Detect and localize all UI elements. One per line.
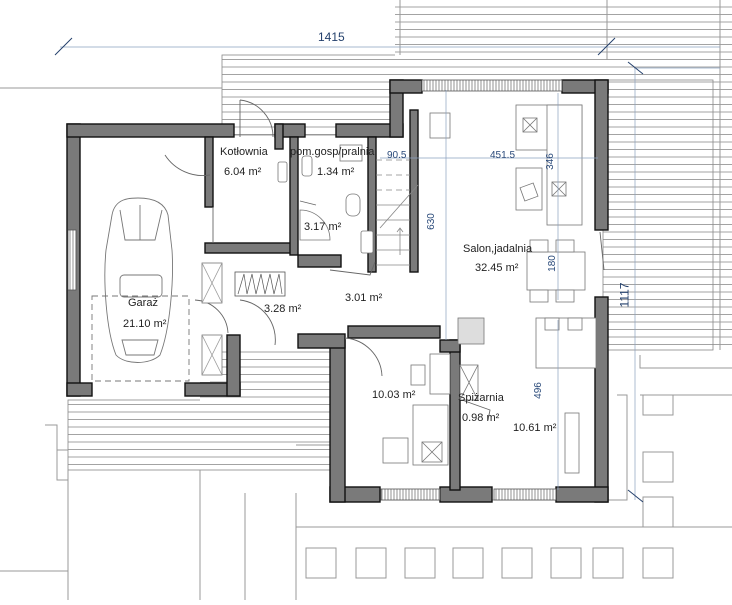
room-name-garaz: Garaż <box>128 297 158 309</box>
garage-car <box>91 197 190 382</box>
bathroom-fixtures <box>201 144 374 376</box>
doors <box>164 99 605 421</box>
terrace-decking <box>67 0 732 471</box>
room-area-korytarz: 3.01 m² <box>345 292 383 304</box>
room-area-pokoj: 10.03 m² <box>372 389 416 401</box>
room-area-wiatrolap: 3.28 m² <box>264 303 302 315</box>
room-area-spizarnia: 0.98 m² <box>462 412 500 424</box>
table-length-dimension: 180 <box>546 255 558 272</box>
room-name-salon: Salon,jadalnia <box>463 243 533 255</box>
kitchen-depth-dimension: 496 <box>532 382 544 399</box>
overall-width-dimension: 1415 <box>318 30 345 44</box>
room-area-kuchnia: 10.61 m² <box>513 422 557 434</box>
salon-depth-dimension: 630 <box>425 213 437 230</box>
room-area-kotlownia: 6.04 m² <box>224 166 262 178</box>
room-area-pralnia: 1.34 m² <box>317 166 355 178</box>
salon-width-dimension: 451.5 <box>490 150 516 161</box>
stair-width-dimension: 90.5 <box>387 150 407 161</box>
room-area-salon: 32.45 m² <box>475 262 519 274</box>
room-area-garaz: 21.10 m² <box>123 318 167 330</box>
staircase <box>376 159 419 266</box>
garden-pavers <box>305 394 674 579</box>
sofa-depth-dimension: 346 <box>544 153 556 170</box>
room-name-spizarnia: Spiżarnia <box>458 392 504 404</box>
windows <box>67 79 563 501</box>
room-area-lazienka: 3.17 m² <box>304 221 342 233</box>
walls <box>66 79 609 503</box>
room-name-kotlownia: Kotłownia <box>220 146 268 158</box>
room-furniture <box>382 353 479 466</box>
salon-furniture <box>429 104 597 474</box>
overall-depth-dimension: 1117 <box>617 282 632 308</box>
room-name-pralnia: pom.gosp/pralnia <box>290 146 375 158</box>
dimension-lines <box>54 37 720 503</box>
